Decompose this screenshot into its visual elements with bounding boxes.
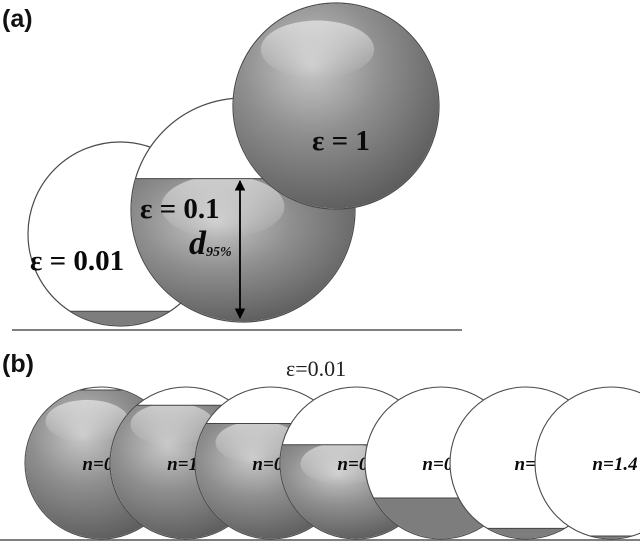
sphere-outline [534, 386, 640, 540]
d95-label: d95% [189, 225, 232, 262]
fluid-fill [450, 527, 602, 539]
panel-a-spheres: ε = 0.01 ε = 0.1 d95% ε = 1 [27, 2, 440, 327]
fluid-region [450, 528, 602, 539]
panel-b-title: ε=0.01 [286, 356, 346, 381]
fluid-fill [233, 3, 439, 209]
gloss-highlight [300, 442, 385, 486]
panel-b-label: (b) [2, 350, 34, 378]
sphere-label-eps-1: ε = 1 [312, 125, 370, 157]
gloss-highlight [161, 175, 285, 238]
gloss-highlight [45, 399, 130, 443]
panel-a-label: (a) [2, 5, 33, 33]
fluid-region [28, 311, 212, 326]
sphere-n-label: n=1.4 [592, 454, 637, 475]
gloss-highlight [130, 402, 215, 446]
sphere-eps-1: ε = 1 [232, 2, 440, 210]
fluid-fill [28, 310, 212, 326]
gloss-highlight [260, 20, 375, 79]
gloss-highlight [215, 421, 300, 464]
sphere-label-eps-0-01: ε = 0.01 [30, 245, 124, 277]
sphere-label-eps-0-1: ε = 0.1 [140, 193, 220, 225]
